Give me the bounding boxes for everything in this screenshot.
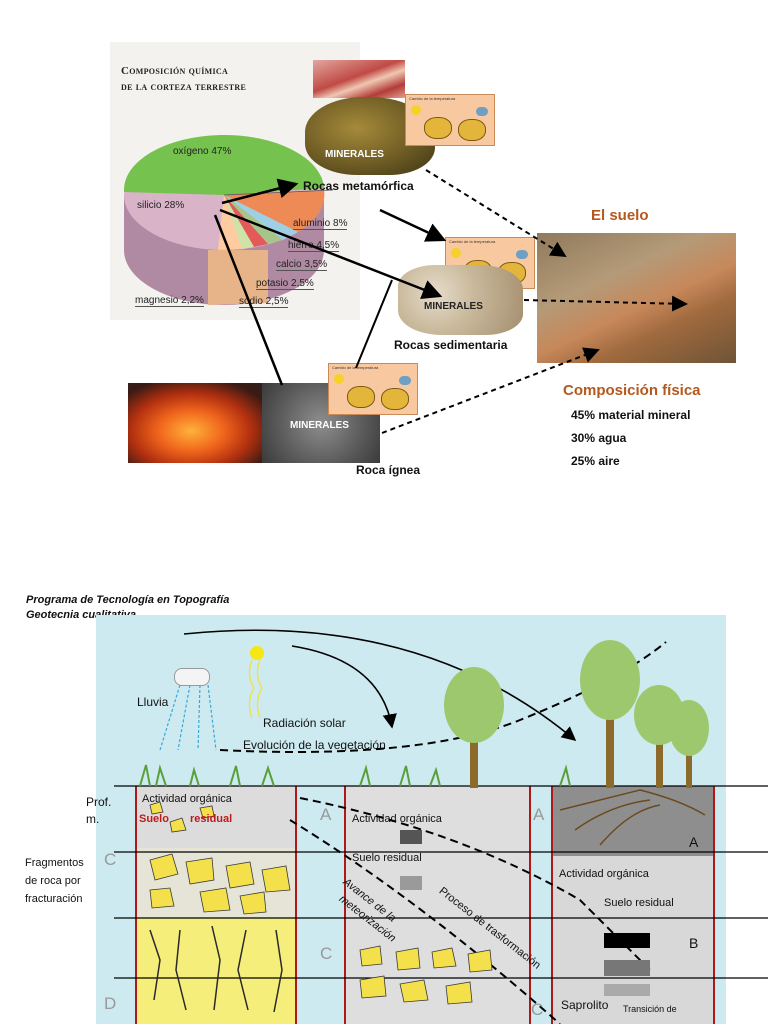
- pie-label-potasio: potasio 2,5%: [256, 278, 314, 290]
- label-sedimentary: Rocas sedimentaria: [394, 338, 508, 352]
- physical-item-2: 30% agua: [571, 431, 627, 445]
- label-metamorphic: Rocas metamórfica: [303, 179, 414, 193]
- top-arrows: [213, 169, 688, 434]
- cloud-icon-3: [399, 376, 411, 385]
- metamorphic-strata-image: [313, 60, 405, 98]
- col3-saprolito: Saprolito: [561, 998, 609, 1012]
- horizon-letter-d-left: D: [104, 994, 117, 1013]
- process-box-igneous: Cambio de la temperatura: [328, 363, 418, 415]
- lava-image: [128, 383, 268, 463]
- crust-title-2: de la corteza terrestre: [121, 81, 246, 93]
- sun-icon-2: [451, 248, 461, 258]
- pie-label-calcio: calcio 3,5%: [276, 259, 328, 271]
- minerales-igneous: MINERALES: [290, 420, 349, 431]
- label-evolucion: Evolución de la vegetación: [243, 738, 386, 752]
- pie-label-magnesio: magnesio 2,2%: [135, 295, 204, 307]
- process-caption: Cambio de la temperatura: [409, 96, 456, 101]
- horizon-letter-c-left: C: [104, 850, 117, 869]
- sedimentary-rock-image: [398, 265, 523, 335]
- horizon-letter-b-right: B: [689, 935, 699, 951]
- horizon-letter-c-col3: C: [531, 1000, 544, 1019]
- minerales-metamorphic: MINERALES: [325, 149, 384, 160]
- horizon-letter-a-right: A: [689, 834, 699, 850]
- crust-title-line2: de la corteza terrestre: [121, 81, 247, 93]
- soil-title: El suelo: [591, 207, 649, 224]
- physical-item-1: 45% material mineral: [571, 408, 691, 422]
- horizon-letter-a-col3: A: [533, 805, 545, 824]
- col2-actividad: Actividad orgánica: [352, 813, 442, 825]
- sun-icon: [411, 105, 421, 115]
- sun-icon-3: [334, 374, 344, 384]
- profile-column-1-bottom: [136, 918, 296, 1024]
- pie-side-front: [208, 250, 268, 305]
- mineral-grains-icon-6: [381, 388, 409, 410]
- pie-label-sodio: sodio 2,5%: [239, 296, 289, 308]
- cloud-icon: [476, 107, 488, 116]
- col3-suelo-residual: Suelo residual: [604, 897, 674, 909]
- mineral-grains-icon: [424, 117, 452, 139]
- label-fragmentos-2: de roca por: [25, 875, 81, 887]
- slice-oxigeno: [123, 134, 325, 195]
- col1-actividad: Actividad orgánica: [142, 793, 232, 805]
- label-igneous: Roca ígnea: [356, 463, 421, 477]
- program-title-line1: Programa de Tecnología en Topografía: [26, 594, 230, 606]
- bottom-drawing: [114, 629, 768, 1024]
- pie-label-aluminio: aluminio 8%: [293, 218, 348, 230]
- crust-pie-chart: [123, 134, 334, 305]
- col3-transicion: Transición de: [623, 1004, 677, 1014]
- col1-suelo-residual: Suelo residual: [139, 813, 233, 825]
- process-box-metamorphic: Cambio de la temperatura: [405, 94, 495, 146]
- pie-label-silicio: silicio 28%: [137, 200, 185, 211]
- slice-sodio: [224, 195, 254, 249]
- minerales-sedimentary: MINERALES: [424, 301, 483, 312]
- crust-title-line1: Composición química: [121, 65, 229, 77]
- horizon-letter-c-col2: C: [320, 944, 333, 963]
- horizon-letter-a-col2: A: [320, 805, 332, 824]
- pie-label-oxigeno: oxígeno 47%: [173, 146, 232, 157]
- physical-item-3: 25% aire: [571, 454, 620, 468]
- rain-cloud-icon: [174, 668, 210, 686]
- label-lluvia: Lluvia: [137, 695, 169, 709]
- col2-suelo-residual: Suelo residual: [352, 852, 422, 864]
- crust-title: Composición química: [121, 65, 228, 77]
- mineral-grains-icon-5: [347, 386, 375, 408]
- profile-column-3-top: [552, 786, 714, 856]
- sun-icon-bottom: [250, 646, 264, 660]
- label-m: m.: [86, 812, 100, 826]
- slice-aluminio: [224, 190, 325, 232]
- slice-calcio: [224, 195, 283, 244]
- slice-hierro: [224, 195, 298, 240]
- process-caption-2: Cambio de la temperatura: [449, 239, 496, 244]
- cloud-icon-2: [516, 250, 528, 259]
- label-fragmentos-1: Fragmentos: [25, 857, 84, 869]
- physical-title: Composición física: [563, 382, 701, 399]
- soil-photo: [537, 233, 736, 363]
- mineral-grains-icon-2: [458, 119, 486, 141]
- profile-column-1-top: [136, 786, 296, 848]
- col3-actividad: Actividad orgánica: [559, 868, 649, 880]
- label-fragmentos-3: fracturación: [25, 893, 83, 905]
- label-radiacion: Radiación solar: [263, 716, 346, 730]
- label-prof: Prof.: [86, 795, 112, 809]
